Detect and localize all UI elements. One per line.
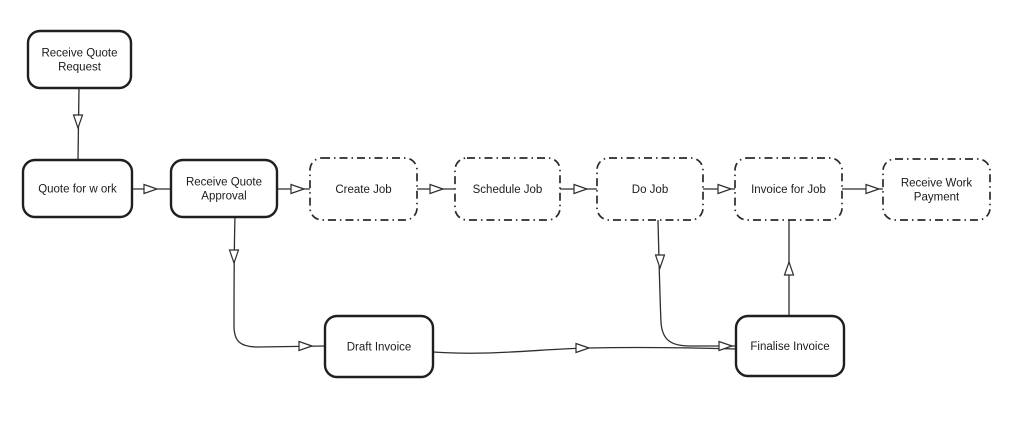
edge-schedule-to-do — [560, 183, 597, 195]
arrow-head-icon — [72, 114, 84, 130]
node-label: Schedule Job — [473, 184, 543, 196]
arrow-head-icon — [717, 183, 733, 195]
node-invoice-for-job: Invoice for Job — [734, 157, 843, 221]
node-label: Create Job — [335, 184, 391, 196]
arrow-head-icon — [228, 249, 240, 265]
edge-draft-to-finalise — [432, 342, 737, 354]
arrow-head-icon — [298, 340, 314, 352]
edge-create-to-schedule — [417, 183, 455, 195]
node-finalise-invoice: Finalise Invoice — [734, 314, 846, 378]
edge-approval-to-draft — [228, 216, 326, 352]
arrow-head-icon — [143, 183, 159, 195]
edge-invoice-to-payment — [842, 183, 883, 195]
node-draft-invoice: Draft Invoice — [323, 314, 435, 379]
node-label: Finalise Invoice — [750, 341, 829, 353]
arrow-head-icon — [290, 183, 306, 195]
arrow-head-icon — [718, 340, 734, 352]
node-do-job: Do Job — [596, 157, 704, 221]
edge-do-to-finalise — [654, 219, 736, 352]
arrow-head-icon — [429, 183, 445, 195]
node-schedule-job: Schedule Job — [454, 157, 561, 221]
edge-finalise-to-invoice — [783, 220, 795, 316]
edge-request-to-quote — [72, 87, 84, 161]
arrow-head-icon — [573, 183, 589, 195]
node-create-job: Create Job — [309, 157, 418, 221]
node-label: Do Job — [632, 184, 668, 196]
node-label: Invoice for Job — [751, 184, 826, 196]
edge-do-to-invoice — [703, 183, 735, 195]
arrow-head-icon — [783, 260, 795, 276]
edge-approval-to-create — [277, 183, 310, 195]
arrow-head-icon — [654, 254, 666, 270]
node-label: Quote for w ork — [38, 184, 117, 196]
node-quote-for-work: Quote for w ork — [21, 158, 134, 219]
arrow-head-icon — [865, 183, 881, 195]
node-label: Draft Invoice — [347, 342, 412, 354]
arrow-head-icon — [575, 342, 591, 354]
edge-quote-to-approval — [132, 183, 171, 195]
